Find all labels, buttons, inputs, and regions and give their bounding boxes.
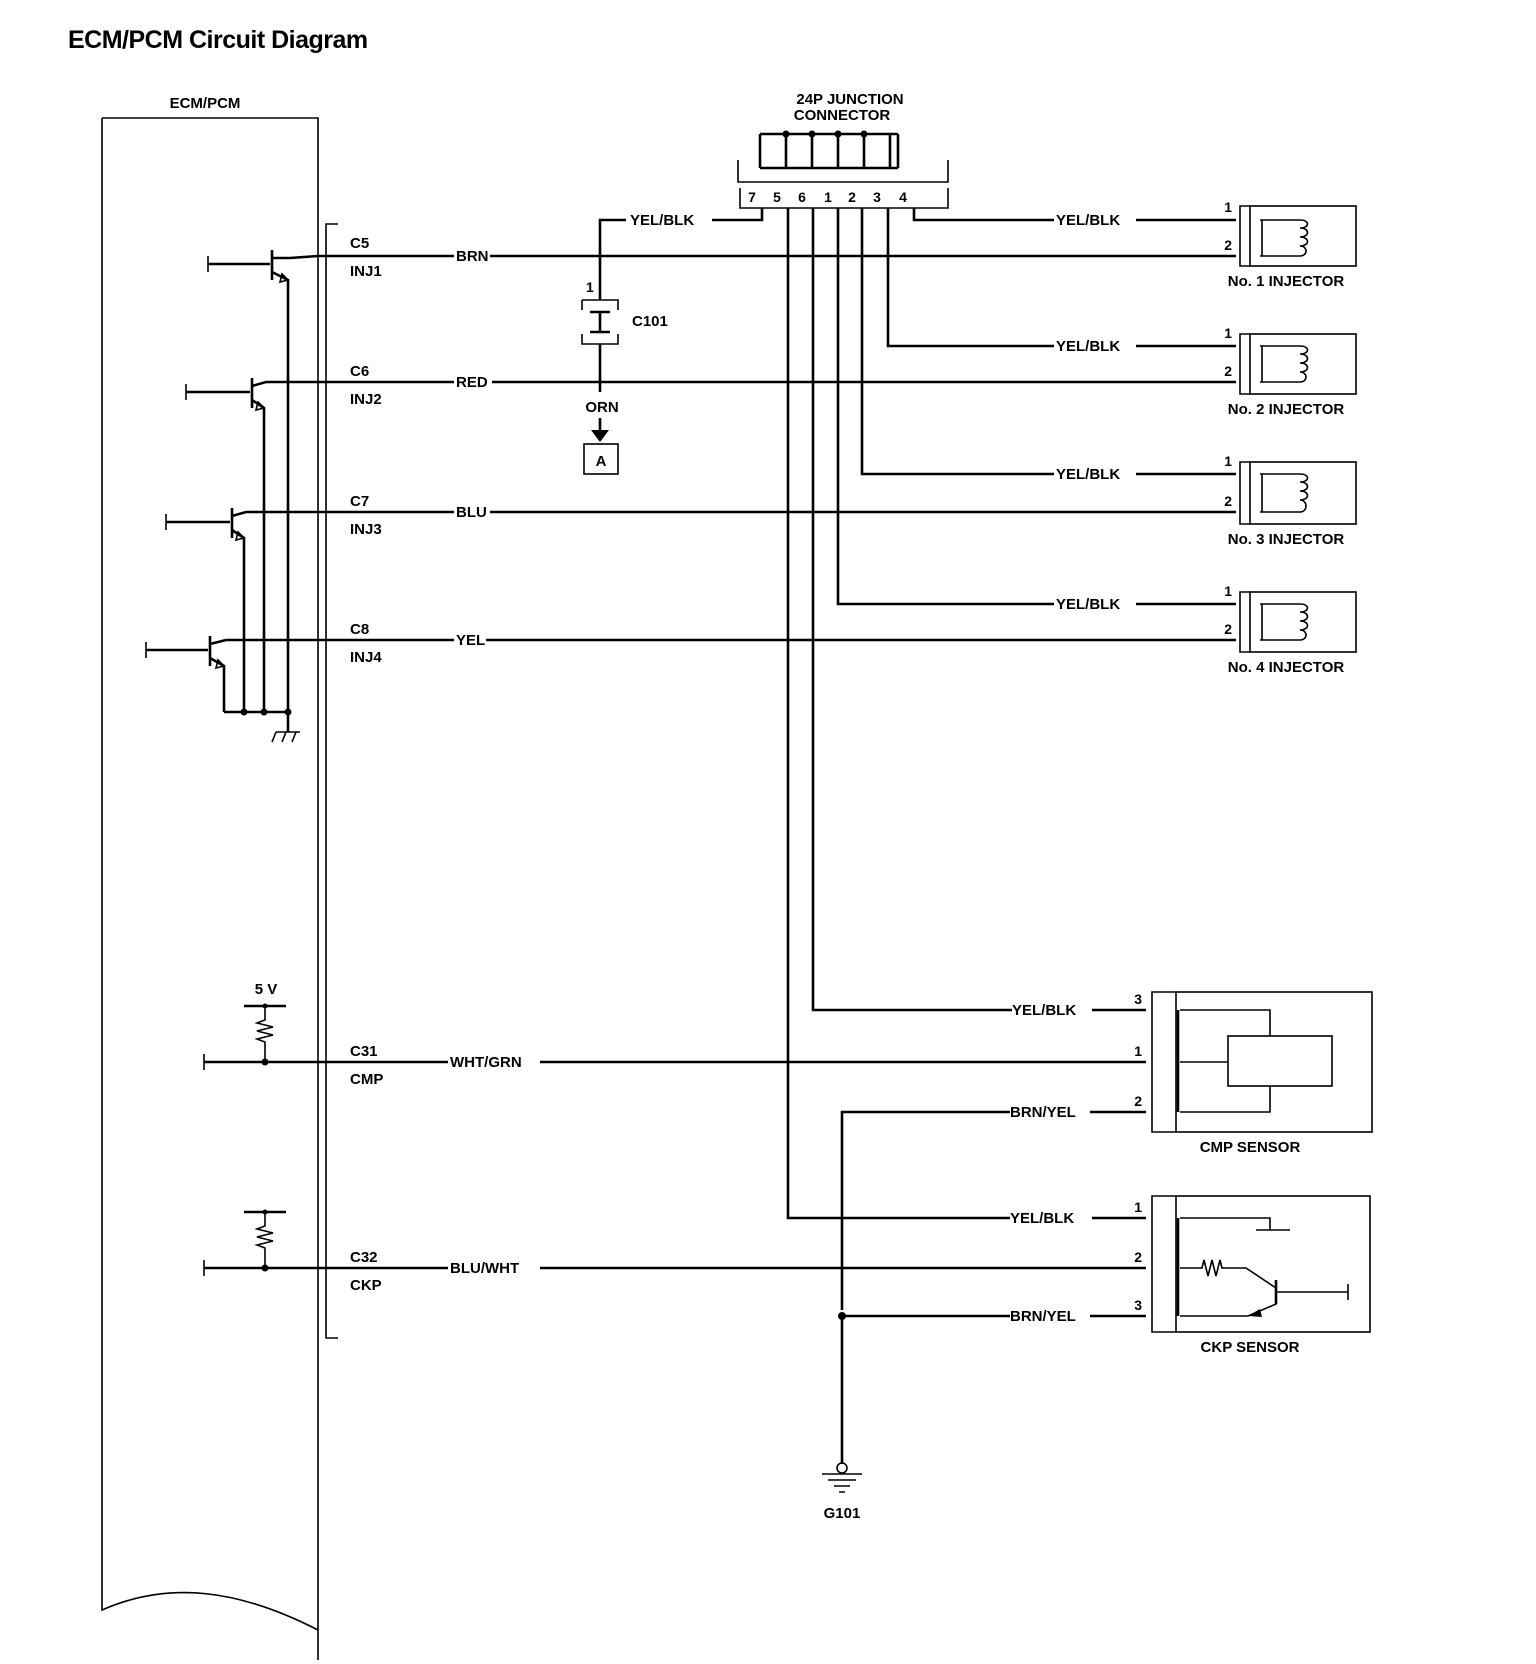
- junction-connector: 24P JUNCTION CONNECTOR 7 5 6 1 2 3 4: [737, 91, 949, 209]
- junction-pin: 4: [899, 189, 907, 205]
- ground-icon: [822, 1473, 862, 1493]
- svg-text:2: 2: [1224, 363, 1232, 379]
- wire-label: BRN: [456, 248, 489, 265]
- junction-pin: 5: [773, 189, 781, 205]
- injector-signal-wires: BRN RED BLU YEL: [318, 248, 1236, 649]
- junction-pin: 1: [824, 189, 832, 205]
- svg-text:1: 1: [1224, 453, 1232, 469]
- ecm-label: ECM/PCM: [170, 95, 241, 112]
- junction-drops: YEL/BLK: [598, 208, 1054, 1220]
- terminal-signal: INJ1: [350, 263, 382, 280]
- svg-text:2: 2: [1224, 237, 1232, 253]
- ckp-sensor-label: CKP SENSOR: [1201, 1339, 1300, 1356]
- svg-text:1: 1: [1224, 325, 1232, 341]
- wire-label: RED: [456, 374, 488, 391]
- svg-text:2: 2: [1134, 1093, 1142, 1109]
- injector-label: No. 2 INJECTOR: [1228, 401, 1345, 418]
- junction-pin: 2: [848, 189, 856, 205]
- svg-text:1: 1: [1134, 1199, 1142, 1215]
- injector-label: No. 1 INJECTOR: [1228, 273, 1345, 290]
- page-title: ECM/PCM Circuit Diagram: [68, 26, 368, 54]
- wire-label: YEL/BLK: [630, 212, 694, 229]
- junction-pin: 3: [873, 189, 881, 205]
- wire-label: BLU/WHT: [450, 1260, 519, 1277]
- terminal-pin: C5: [350, 235, 369, 252]
- supply-5v-label: 5 V: [255, 981, 278, 998]
- junction-label-line1: 24P JUNCTION: [796, 91, 903, 108]
- injector: 1 2 No. 1 INJECTOR: [1224, 199, 1357, 290]
- c101-pin: 1: [586, 279, 594, 295]
- terminal-pin: C32: [350, 1249, 378, 1266]
- junction-pin: 6: [798, 189, 806, 205]
- terminal-signal: CKP: [350, 1277, 382, 1294]
- terminal-signal: INJ3: [350, 521, 382, 538]
- terminal-signal: INJ2: [350, 391, 382, 408]
- wire-label: YEL/BLK: [1056, 596, 1120, 613]
- wire-label: YEL: [456, 632, 485, 649]
- svg-text:2: 2: [1134, 1249, 1142, 1265]
- injector: 1 2 No. 2 INJECTOR: [1224, 325, 1357, 418]
- injector-label: No. 4 INJECTOR: [1228, 659, 1345, 676]
- svg-text:2: 2: [1224, 621, 1232, 637]
- ground-g101: G101: [822, 1316, 862, 1522]
- terminal-pin: C8: [350, 621, 369, 638]
- svg-text:1: 1: [1134, 1043, 1142, 1059]
- terminal-pin: C6: [350, 363, 369, 380]
- injector-drivers: [145, 250, 319, 743]
- ckp-sensor: YEL/BLK BLU/WHT BRN/YEL 1 2 3 CKP SENSOR: [318, 1195, 1371, 1356]
- wire-label: YEL/BLK: [1056, 338, 1120, 355]
- injector-label: No. 3 INJECTOR: [1228, 531, 1345, 548]
- wire-label: BRN/YEL: [1010, 1308, 1076, 1325]
- c101-label: C101: [632, 313, 668, 330]
- terminal-pin: C7: [350, 493, 369, 510]
- svg-text:1: 1: [1224, 583, 1232, 599]
- ref-a-label: A: [596, 453, 607, 470]
- terminal-signal: CMP: [350, 1071, 383, 1088]
- ecm-module: ECM/PCM: [101, 95, 338, 1660]
- wire-label: YEL/BLK: [1056, 466, 1120, 483]
- svg-text:1: 1: [1224, 199, 1232, 215]
- ground-label: G101: [824, 1505, 861, 1522]
- ecm-sensor-inputs: 5 V: [203, 981, 318, 1276]
- wire-label: WHT/GRN: [450, 1054, 522, 1071]
- c101-wire-label: ORN: [585, 399, 618, 416]
- terminal-pin: C31: [350, 1043, 378, 1060]
- c101-connector: 1 C101 ORN A: [581, 279, 668, 475]
- wire-label: BLU: [456, 504, 487, 521]
- wire-label: BRN/YEL: [1010, 1104, 1076, 1121]
- cmp-sensor: YEL/BLK WHT/GRN BRN/YEL 3 1 2 CMP SENSOR: [318, 991, 1373, 1310]
- svg-text:3: 3: [1134, 991, 1142, 1007]
- ground-icon: [271, 731, 300, 743]
- injector-feeds: YEL/BLK YEL/BLK YEL/BLK YEL/BLK: [1056, 212, 1236, 613]
- ecm-terminals: C5 INJ1 C6 INJ2 C7 INJ3 C8 INJ4 C31 CMP …: [350, 235, 383, 1294]
- terminal-signal: INJ4: [350, 649, 382, 666]
- wire-label: YEL/BLK: [1010, 1210, 1074, 1227]
- svg-text:3: 3: [1134, 1297, 1142, 1313]
- injector: 1 2 No. 3 INJECTOR: [1224, 453, 1357, 548]
- wire-label: YEL/BLK: [1012, 1002, 1076, 1019]
- cmp-sensor-label: CMP SENSOR: [1200, 1139, 1301, 1156]
- junction-pin: 7: [748, 189, 756, 205]
- wire-label: YEL/BLK: [1056, 212, 1120, 229]
- svg-text:2: 2: [1224, 493, 1232, 509]
- injector: 1 2 No. 4 INJECTOR: [1224, 583, 1357, 676]
- junction-label-line2: CONNECTOR: [794, 107, 891, 124]
